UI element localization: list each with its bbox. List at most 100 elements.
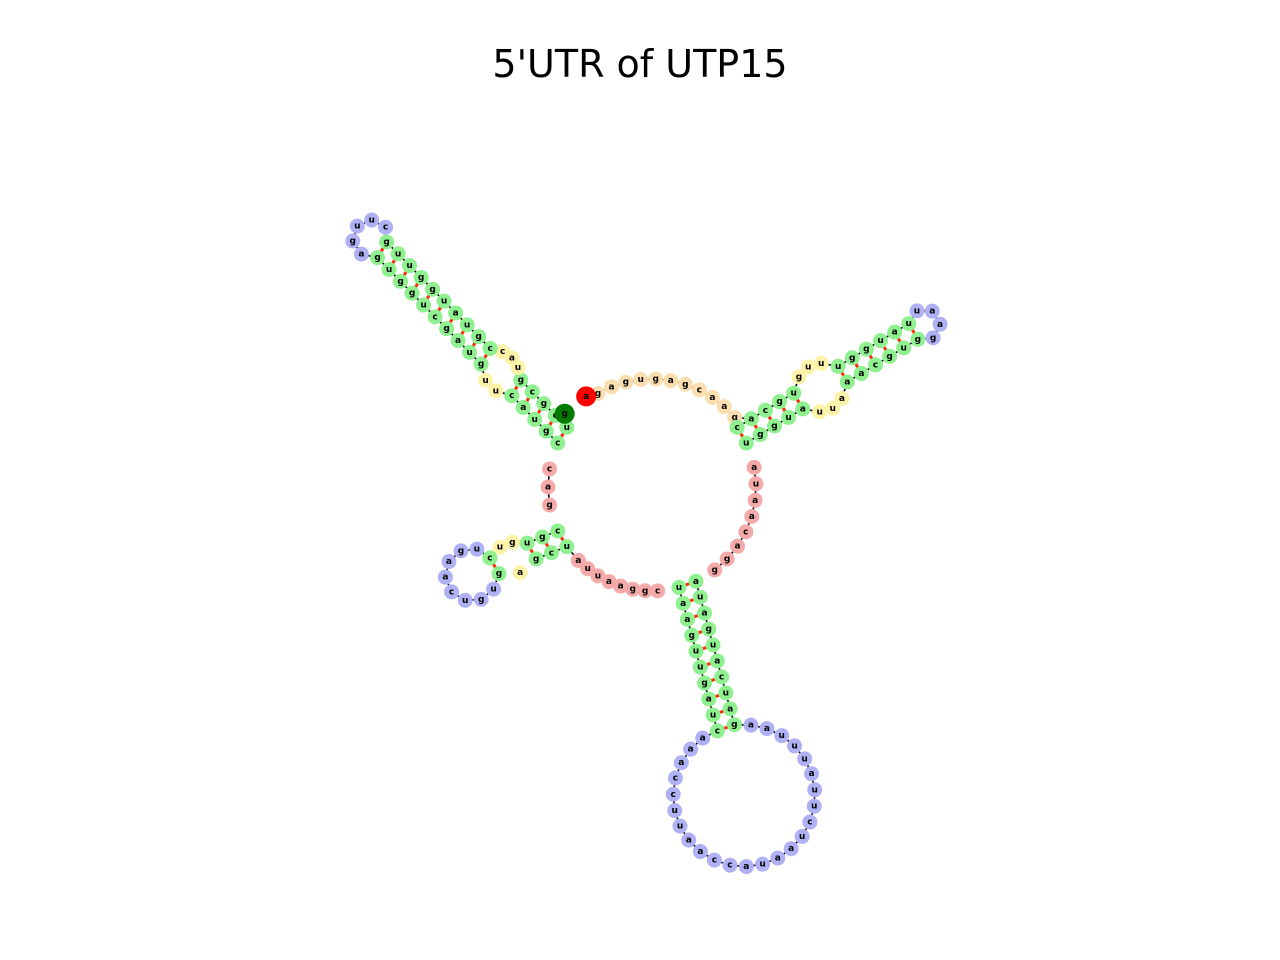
nucleotide-label: g <box>776 397 782 407</box>
nucleotide-label: c <box>549 548 554 558</box>
stem-nt <box>830 358 846 374</box>
nucleotide-label: g <box>458 546 464 556</box>
three-prime-end-label: g <box>561 409 567 419</box>
nucleotide-label: c <box>873 360 878 370</box>
nucleotide-label: a <box>858 369 864 379</box>
nucleotide-label: a <box>545 483 551 493</box>
nucleotide-label: a <box>678 758 684 768</box>
stem-nt <box>513 372 529 388</box>
nucleotide-label: g <box>731 720 737 730</box>
nucleotide-label: c <box>487 344 492 354</box>
nucleotide-label: a <box>727 704 733 714</box>
nucleotide-label: u <box>753 479 759 489</box>
hairpin-loop-nt <box>345 233 361 249</box>
hairpin-loop-nt <box>441 554 457 570</box>
nucleotide-label: u <box>818 359 824 369</box>
hairpin-loop-nt <box>673 755 689 771</box>
nucleotide-label: u <box>759 860 765 870</box>
nucleotide-label: a <box>788 844 794 854</box>
interior-loop-nt <box>495 344 511 360</box>
nucleotide-label: u <box>482 376 488 386</box>
stem-nt <box>550 523 566 539</box>
nucleotide-label: c <box>712 856 717 866</box>
nucleotide-label: u <box>914 306 920 316</box>
stem-nt <box>536 396 552 412</box>
nucleotide-label: g <box>541 399 547 409</box>
nucleotide-label: u <box>710 710 716 720</box>
nucleotide-label: g <box>712 565 718 575</box>
interior-loop-nt <box>512 565 528 581</box>
nucleotide-label: a <box>844 377 850 387</box>
nucleotide-label: a <box>455 336 461 346</box>
nucleotide-label: g <box>478 595 484 605</box>
nucleotide-label: g <box>771 421 777 431</box>
nucleotide-label: u <box>524 539 530 549</box>
stem-nt <box>688 573 704 589</box>
stem-nt <box>543 545 559 561</box>
stem-nt <box>688 643 704 659</box>
nucleotide-label: a <box>749 512 755 522</box>
stem-nt <box>482 550 498 566</box>
multiloop-nt <box>613 578 629 594</box>
hairpin-loop-nt <box>806 798 822 814</box>
nucleotide-label: g <box>374 253 380 263</box>
nucleotide-label: u <box>497 543 503 553</box>
nucleotide-label: u <box>532 415 538 425</box>
nucleotide-label: a <box>721 402 727 412</box>
hairpin-loop-nt <box>672 818 688 834</box>
five-prime-unpaired-nt <box>618 374 634 390</box>
nucleotide-label: a <box>442 573 448 583</box>
nucleotide-label: u <box>677 822 683 832</box>
interior-loop-nt <box>825 400 841 416</box>
hairpin-loop-nt <box>797 751 813 767</box>
stem-nt <box>901 316 917 332</box>
stem-nt <box>858 341 874 357</box>
nucleotide-label: g <box>863 345 869 355</box>
nucleotide-label: u <box>464 320 470 330</box>
nucleotide-label: a <box>509 353 515 363</box>
stem-nt <box>538 423 554 439</box>
multiloop-nt <box>540 479 556 495</box>
stem-nt <box>692 659 708 675</box>
nucleotide-label: c <box>697 385 702 395</box>
nucleotide-label: g <box>429 285 435 295</box>
nucleotide-label: a <box>693 577 699 587</box>
stem-nt <box>381 262 397 278</box>
hairpin-loop-nt <box>453 543 469 559</box>
nucleotide-label: g <box>623 378 629 388</box>
nucleotide-label: a <box>358 250 364 260</box>
stem-nt <box>439 321 455 337</box>
stem-nt <box>738 435 754 451</box>
nucleotide-label: c <box>555 439 560 449</box>
stem-nt <box>519 535 535 551</box>
nucleotide-label: u <box>406 261 412 271</box>
nucleotide-label: a <box>764 724 770 734</box>
nucleotide-label: a <box>684 615 690 625</box>
hairpin-loop-nt <box>683 741 699 757</box>
hairpin-loop-nt <box>665 786 681 802</box>
nucleotide-label: u <box>493 386 499 396</box>
nucleotide-label: c <box>735 423 740 433</box>
five-prime-unpaired-nt <box>716 399 732 415</box>
hairpin-loop-nt <box>783 841 799 857</box>
nucleotide-label: u <box>900 343 906 353</box>
hairpin-loop-nt <box>473 591 489 607</box>
multiloop-nt <box>748 476 764 492</box>
hairpin-loop-nt <box>681 832 697 848</box>
nucleotide-label: a <box>743 862 749 872</box>
nucleotide-label: a <box>700 734 706 744</box>
stem-nt <box>781 409 797 425</box>
nucleotide-label: u <box>368 216 374 226</box>
hairpin-loop-nt <box>469 541 485 557</box>
nucleotide-label: g <box>418 273 424 283</box>
nucleotide-label: c <box>671 790 676 800</box>
nucleotide-label: c <box>727 861 732 871</box>
nucleotide-label: u <box>420 301 426 311</box>
stem-nt <box>772 394 788 410</box>
hairpin-loop-nt <box>738 859 754 875</box>
nucleotide-label: g <box>543 427 549 437</box>
five-prime-end-marker <box>576 386 597 407</box>
stem-nt <box>696 605 712 621</box>
